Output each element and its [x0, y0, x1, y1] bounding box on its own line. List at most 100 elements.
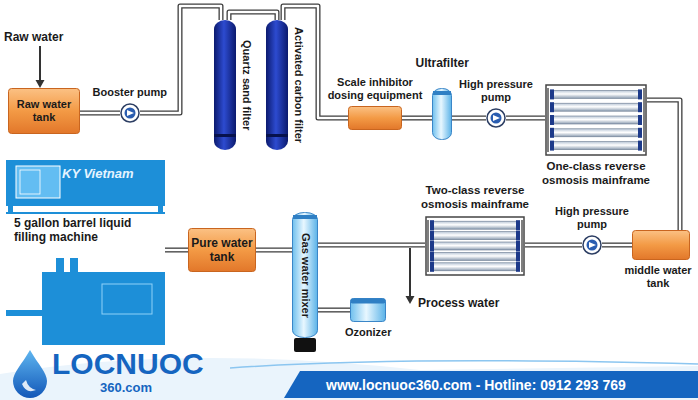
pump-casing	[487, 109, 505, 127]
tube-cap	[430, 262, 434, 272]
pipe	[525, 245, 582, 246]
filling-machine: 5 gallon barrel liquid filling machine	[6, 160, 165, 345]
pipe-wall	[525, 243, 582, 248]
filter-vessel	[266, 20, 288, 150]
membrane-tube	[553, 103, 639, 111]
node-label: Pure water tank	[190, 236, 254, 265]
tube-cap	[516, 231, 520, 241]
pump-arrow	[127, 110, 134, 116]
pipe-wall	[602, 243, 632, 248]
machine-panel	[102, 284, 152, 314]
pipe	[165, 250, 188, 251]
membrane-tube	[433, 221, 517, 229]
tube-cap	[550, 115, 554, 125]
pump-impeller	[491, 113, 502, 124]
node-label: Two-class reverse osmosis mainframe	[403, 184, 548, 212]
node-label: Quartz sand filter	[240, 40, 253, 130]
node-label: Activated carbon filter	[292, 27, 305, 143]
pump: High pressure pump	[582, 235, 602, 255]
branch-arrow-line	[409, 248, 411, 297]
logo-drop-shine	[22, 380, 36, 391]
membrane-tube	[553, 142, 639, 150]
pipe-bore	[525, 244, 582, 246]
membrane-tube	[433, 252, 517, 260]
node-label: Raw water tank	[10, 98, 78, 124]
tube-cap	[638, 115, 642, 125]
pipe-wall	[647, 100, 680, 230]
pipe-bore	[318, 309, 350, 311]
rack-manifold	[547, 88, 549, 152]
pipe-bore	[165, 249, 188, 251]
outlet-label: Process water	[418, 296, 499, 310]
ozonizer-body	[351, 299, 386, 322]
node-label: Ozonizer	[345, 326, 391, 339]
tube-cap	[516, 251, 520, 261]
ultrafilter: Ultrafilter	[432, 88, 452, 140]
logo-domain: 360.com	[100, 380, 152, 396]
tube-cap	[516, 220, 520, 230]
membrane-tube	[433, 263, 517, 271]
pipe	[506, 118, 545, 119]
tube-cap	[550, 89, 554, 99]
inlet-label: Raw water	[4, 30, 63, 44]
vessel-band	[266, 134, 288, 137]
tube-cap	[430, 251, 434, 261]
machine-window	[16, 166, 60, 198]
node-shape	[432, 88, 452, 140]
pipe	[647, 100, 680, 230]
pipe-wall	[283, 6, 348, 118]
node-shape	[350, 298, 386, 322]
node-shape	[425, 216, 525, 276]
pipe-wall	[80, 111, 120, 116]
node-shape	[486, 108, 506, 128]
pipe-bore	[318, 244, 425, 246]
pipe	[80, 113, 120, 114]
node-shape	[582, 235, 602, 255]
pipe-bore	[256, 249, 292, 251]
tube-cap	[550, 141, 554, 151]
pump: Booster pump	[120, 103, 140, 123]
tube-cap	[550, 102, 554, 112]
machine-rail	[6, 212, 165, 214]
pipe-wall	[318, 308, 350, 313]
rack-manifold	[427, 220, 429, 272]
pump-arrow	[493, 115, 500, 121]
node-shape	[120, 103, 140, 123]
pipe	[452, 118, 486, 119]
node-label: middle water tank	[622, 264, 694, 290]
dosing-unit: Scale inhibitor dosing equipment	[348, 106, 402, 130]
logo-text: LOCNUOC	[52, 346, 204, 382]
pipe	[256, 250, 292, 251]
pipe-bore	[506, 117, 545, 119]
node-label: High pressure pump	[552, 205, 632, 231]
gas-water-mixer: Gas water mixer	[292, 212, 318, 352]
raw-water-tank: Raw water tank	[8, 88, 80, 134]
watermark: KY Vietnam	[62, 166, 134, 182]
ro-rack: Two-class reverse osmosis mainframe	[425, 216, 525, 276]
pipe-bore	[283, 6, 348, 118]
vessel-cap	[293, 215, 317, 219]
tank-body	[349, 107, 402, 130]
node-label: Ultrafilter	[416, 56, 469, 70]
branch-arrow-head	[406, 296, 415, 304]
node-shape	[348, 106, 402, 130]
bottle-neck	[56, 258, 64, 274]
pipe-bore	[647, 100, 680, 230]
pipe-bore	[452, 117, 486, 119]
footer-line	[230, 361, 698, 368]
pump-casing	[121, 104, 139, 122]
vessel-body	[433, 89, 452, 140]
pipe	[318, 310, 350, 311]
pipe-wall	[318, 243, 425, 248]
membrane-tube	[433, 232, 517, 240]
pump-casing	[583, 236, 601, 254]
tube-cap	[638, 102, 642, 112]
pump-arrow	[589, 242, 596, 248]
node-shape	[545, 84, 647, 156]
pipe-wall	[229, 12, 277, 20]
rack-frame	[426, 217, 524, 275]
tube-cap	[638, 89, 642, 99]
pipe-wall	[256, 248, 292, 253]
